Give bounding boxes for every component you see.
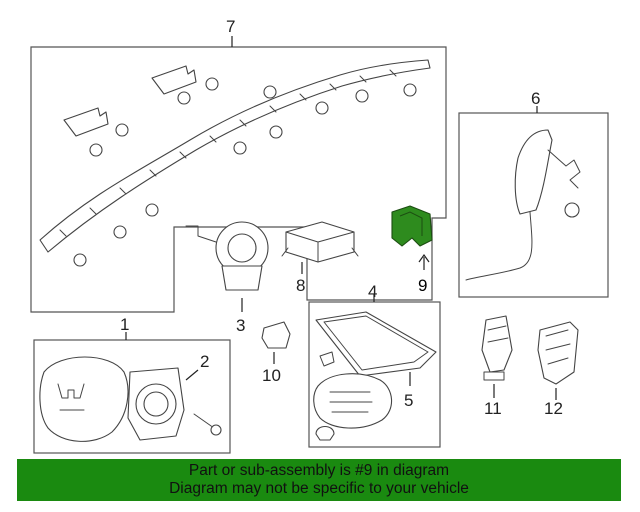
- callout-1: 1: [120, 315, 129, 334]
- part-8-srs-unit: 8: [281, 221, 359, 295]
- part-9-bracket-highlighted[interactable]: 9: [391, 205, 433, 295]
- group-1-driver-airbag: 1 2: [33, 315, 231, 454]
- notice-line-1: Part or sub-assembly is #9 in diagram: [188, 462, 450, 479]
- bolt-icon: [73, 77, 417, 267]
- callout-11: 11: [484, 399, 502, 418]
- honda-logo-icon: [57, 383, 85, 399]
- group-6-side-airbag: 6: [458, 89, 609, 298]
- part-12-knee-airbag: 12: [537, 321, 579, 418]
- callout-4: 4: [368, 282, 377, 301]
- callout-12: 12: [544, 399, 563, 418]
- notice-line-2: Diagram may not be specific to your vehi…: [169, 480, 469, 497]
- callout-7: 7: [226, 17, 235, 36]
- callout-6: 6: [531, 89, 540, 108]
- part-11-sensor: 11: [481, 315, 513, 418]
- group-4-passenger-airbag: 4 5: [308, 282, 441, 448]
- callout-5: 5: [404, 391, 413, 410]
- callout-8: 8: [296, 276, 305, 295]
- callout-3: 3: [236, 316, 245, 335]
- callout-2: 2: [200, 352, 209, 371]
- fitment-notice-banner: Part or sub-assembly is #9 in diagram Di…: [17, 459, 621, 501]
- part-10-connector: 10: [261, 321, 291, 385]
- callout-10: 10: [262, 366, 281, 385]
- callout-9: 9: [418, 276, 427, 295]
- part-3-clock-spring: 3: [185, 221, 269, 335]
